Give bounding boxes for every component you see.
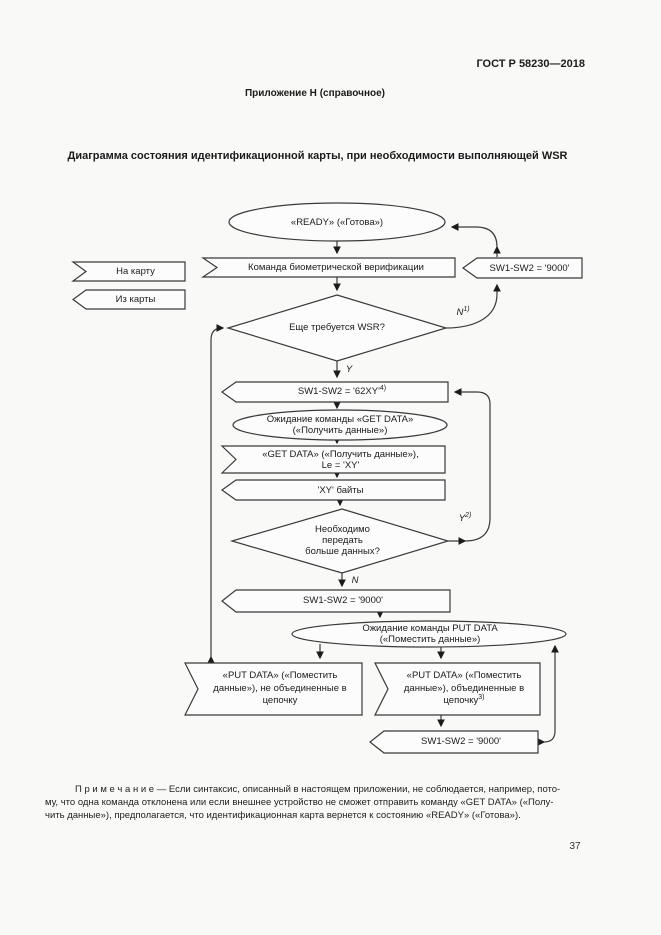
wait-get-data-label: Ожидание команды «GET DATA» («Получить д… <box>266 414 414 436</box>
sw9000-mid-shape <box>221 589 451 613</box>
annex-subline: (справочное) <box>319 88 386 99</box>
branch-label-y: Y <box>345 364 353 375</box>
annex-line: Приложение Н <box>244 88 317 99</box>
put-data-mid-label: «PUT DATA» («Поместить данные»), объедин… <box>403 670 525 706</box>
decision-wsr-label: Еще требуется WSR? <box>289 322 385 333</box>
page-title: Диаграмма состояния идентификационной ка… <box>67 150 568 162</box>
get-data-cmd-shape <box>220 445 446 474</box>
sw9000-top-shape <box>461 257 583 279</box>
note-paragraph: П р и м е ч а н и е — Если синтаксис, оп… <box>45 784 561 821</box>
get-data-cmd-label: «GET DATA» («Получить данные»), Le = 'XY… <box>262 449 419 471</box>
cmd-verify-shape <box>201 257 456 278</box>
annex-heading: Приложение Н (справочное) <box>165 87 465 100</box>
sw9000-top-label: SW1-SW2 = '9000' <box>489 263 570 274</box>
legend-from-card-label: Из карты <box>115 294 156 305</box>
sw62xy-shape <box>220 381 449 403</box>
legend-to-card-shape <box>71 261 186 282</box>
xy-bytes-shape <box>220 479 446 501</box>
wait-put-data-label: Ожидание команды PUT DATA («Поместить да… <box>362 623 498 645</box>
sw9000-mid-label: SW1-SW2 = '9000' <box>303 595 383 606</box>
sw9000-bot-label: SW1-SW2 = '9000' <box>421 736 501 747</box>
legend-to-card-label: На карту <box>116 266 155 277</box>
sw9000-bot-shape <box>369 730 539 754</box>
decision-wsr-shape <box>225 294 449 362</box>
cmd-verify-label: Команда биометрической верификации <box>248 262 424 273</box>
legend-from-card-shape <box>71 289 186 310</box>
wait-put-data-shape <box>291 620 567 648</box>
sw62xy-label: SW1-SW2 = '62XY'4) <box>297 384 387 397</box>
doc-number: ГОСТ Р 58230—2018 <box>476 58 585 70</box>
wait-get-data-shape <box>232 409 448 441</box>
branch-label-n2: N <box>351 575 359 586</box>
put-data-left-label: «PUT DATA» («Поместить данные»), не объе… <box>213 670 347 706</box>
branch-label-y2: Y2) <box>458 511 472 524</box>
decision-more-data-shape <box>229 508 451 574</box>
put-data-mid-shape <box>374 662 541 716</box>
page-number: 37 <box>569 841 581 852</box>
ready-state-shape <box>228 202 446 242</box>
xy-bytes-label: 'XY' байты <box>317 485 364 496</box>
connector-arrows <box>207 223 559 746</box>
branch-label-n1: N1) <box>456 305 470 318</box>
ready-state-label: «READY» («Готова») <box>290 217 384 228</box>
decision-more-data-label: Необходимо передать больше данных? <box>305 524 380 557</box>
put-data-left-shape <box>184 662 363 716</box>
